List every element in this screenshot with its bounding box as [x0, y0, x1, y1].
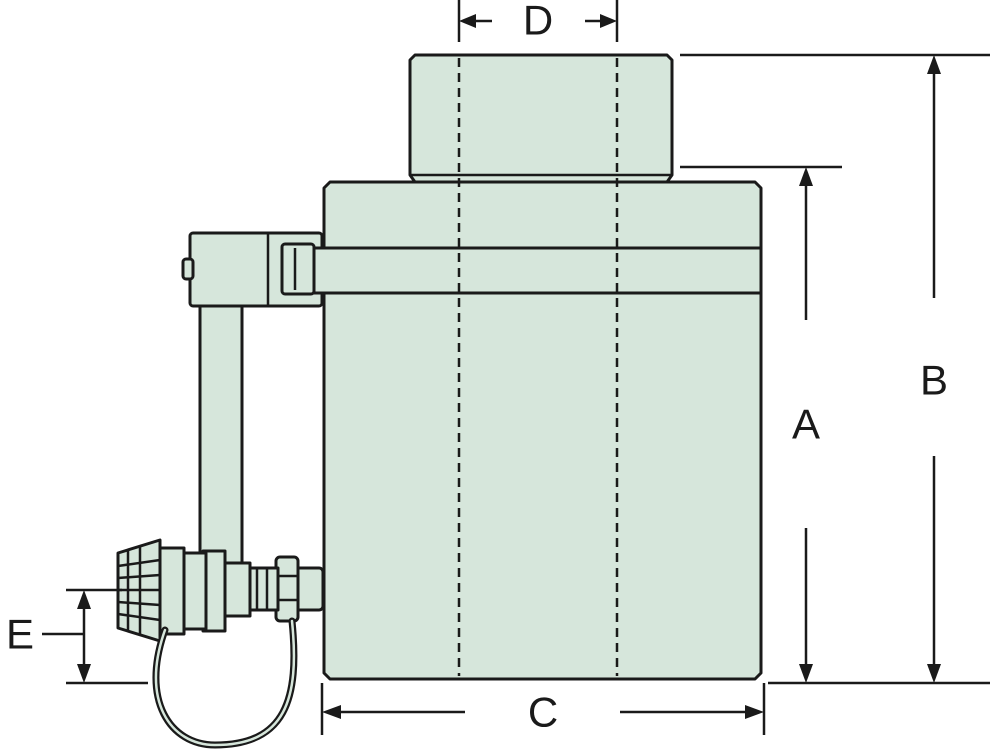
dimension-e: E — [6, 588, 148, 685]
dimension-b: B — [680, 53, 990, 685]
hidden-bore-lines — [457, 58, 619, 676]
dimension-a-label: A — [792, 401, 820, 448]
dust-cap-ribs — [117, 546, 161, 635]
coupler-assembly — [116, 538, 325, 749]
dimension-d: D — [457, 0, 619, 44]
dimension-d-label: D — [523, 0, 553, 44]
dimension-c: C — [320, 683, 766, 736]
cylinder-body — [322, 180, 763, 681]
hose-tube — [198, 303, 244, 565]
dimension-a: A — [680, 165, 842, 683]
mounting-band — [280, 242, 763, 296]
dimension-b-label: B — [920, 357, 948, 404]
dimension-e-label: E — [6, 611, 34, 658]
dimension-c-label: C — [528, 689, 558, 736]
plunger-cap — [408, 53, 674, 184]
